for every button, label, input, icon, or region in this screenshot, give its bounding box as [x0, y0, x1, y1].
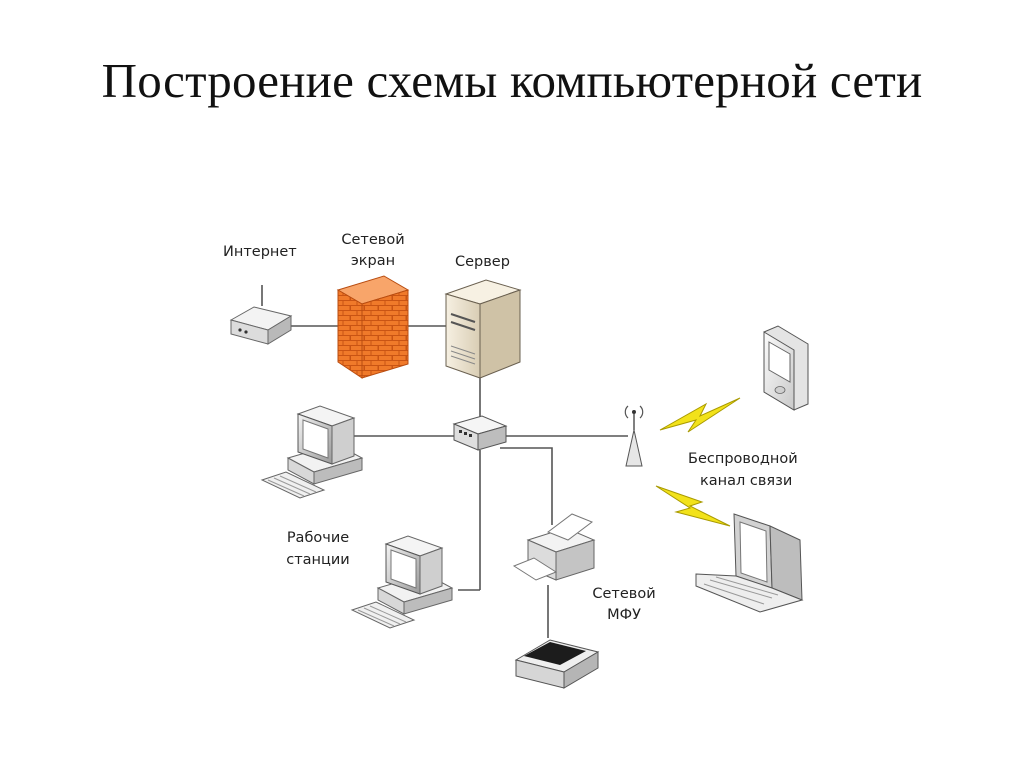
label-mfp-line2: МФУ: [607, 607, 641, 623]
modem-icon: [229, 306, 293, 345]
label-workstations-line2: станции: [286, 552, 350, 568]
switch-icon: [452, 415, 508, 451]
lightning-icon: [655, 485, 731, 527]
label-server: Сервер: [455, 254, 510, 270]
slide-title: Построение схемы компьютерной сети: [101, 53, 923, 108]
label-mfp-line1: Сетевой: [592, 586, 655, 602]
label-firewall-line1: Сетевой: [341, 232, 404, 248]
workstation-icon: [350, 535, 454, 629]
server-icon: [444, 279, 522, 379]
firewall-icon: [336, 275, 410, 379]
label-internet: Интернет: [223, 244, 297, 260]
network-wires: [261, 285, 628, 638]
label-wireless-line1: Беспроводной: [688, 451, 798, 467]
workstation-icon: [260, 405, 364, 499]
label-firewall-line2: экран: [351, 253, 395, 269]
laptop-icon: [695, 513, 804, 613]
scanner-icon: [514, 639, 600, 689]
label-wireless-line2: канал связи: [700, 473, 792, 489]
printer-icon: [512, 513, 596, 581]
antenna-icon: [624, 405, 644, 467]
wire-switch-printer: [500, 447, 553, 525]
label-workstations-line1: Рабочие: [287, 530, 349, 546]
pda-icon: [763, 325, 809, 411]
lightning-icon: [659, 397, 741, 433]
